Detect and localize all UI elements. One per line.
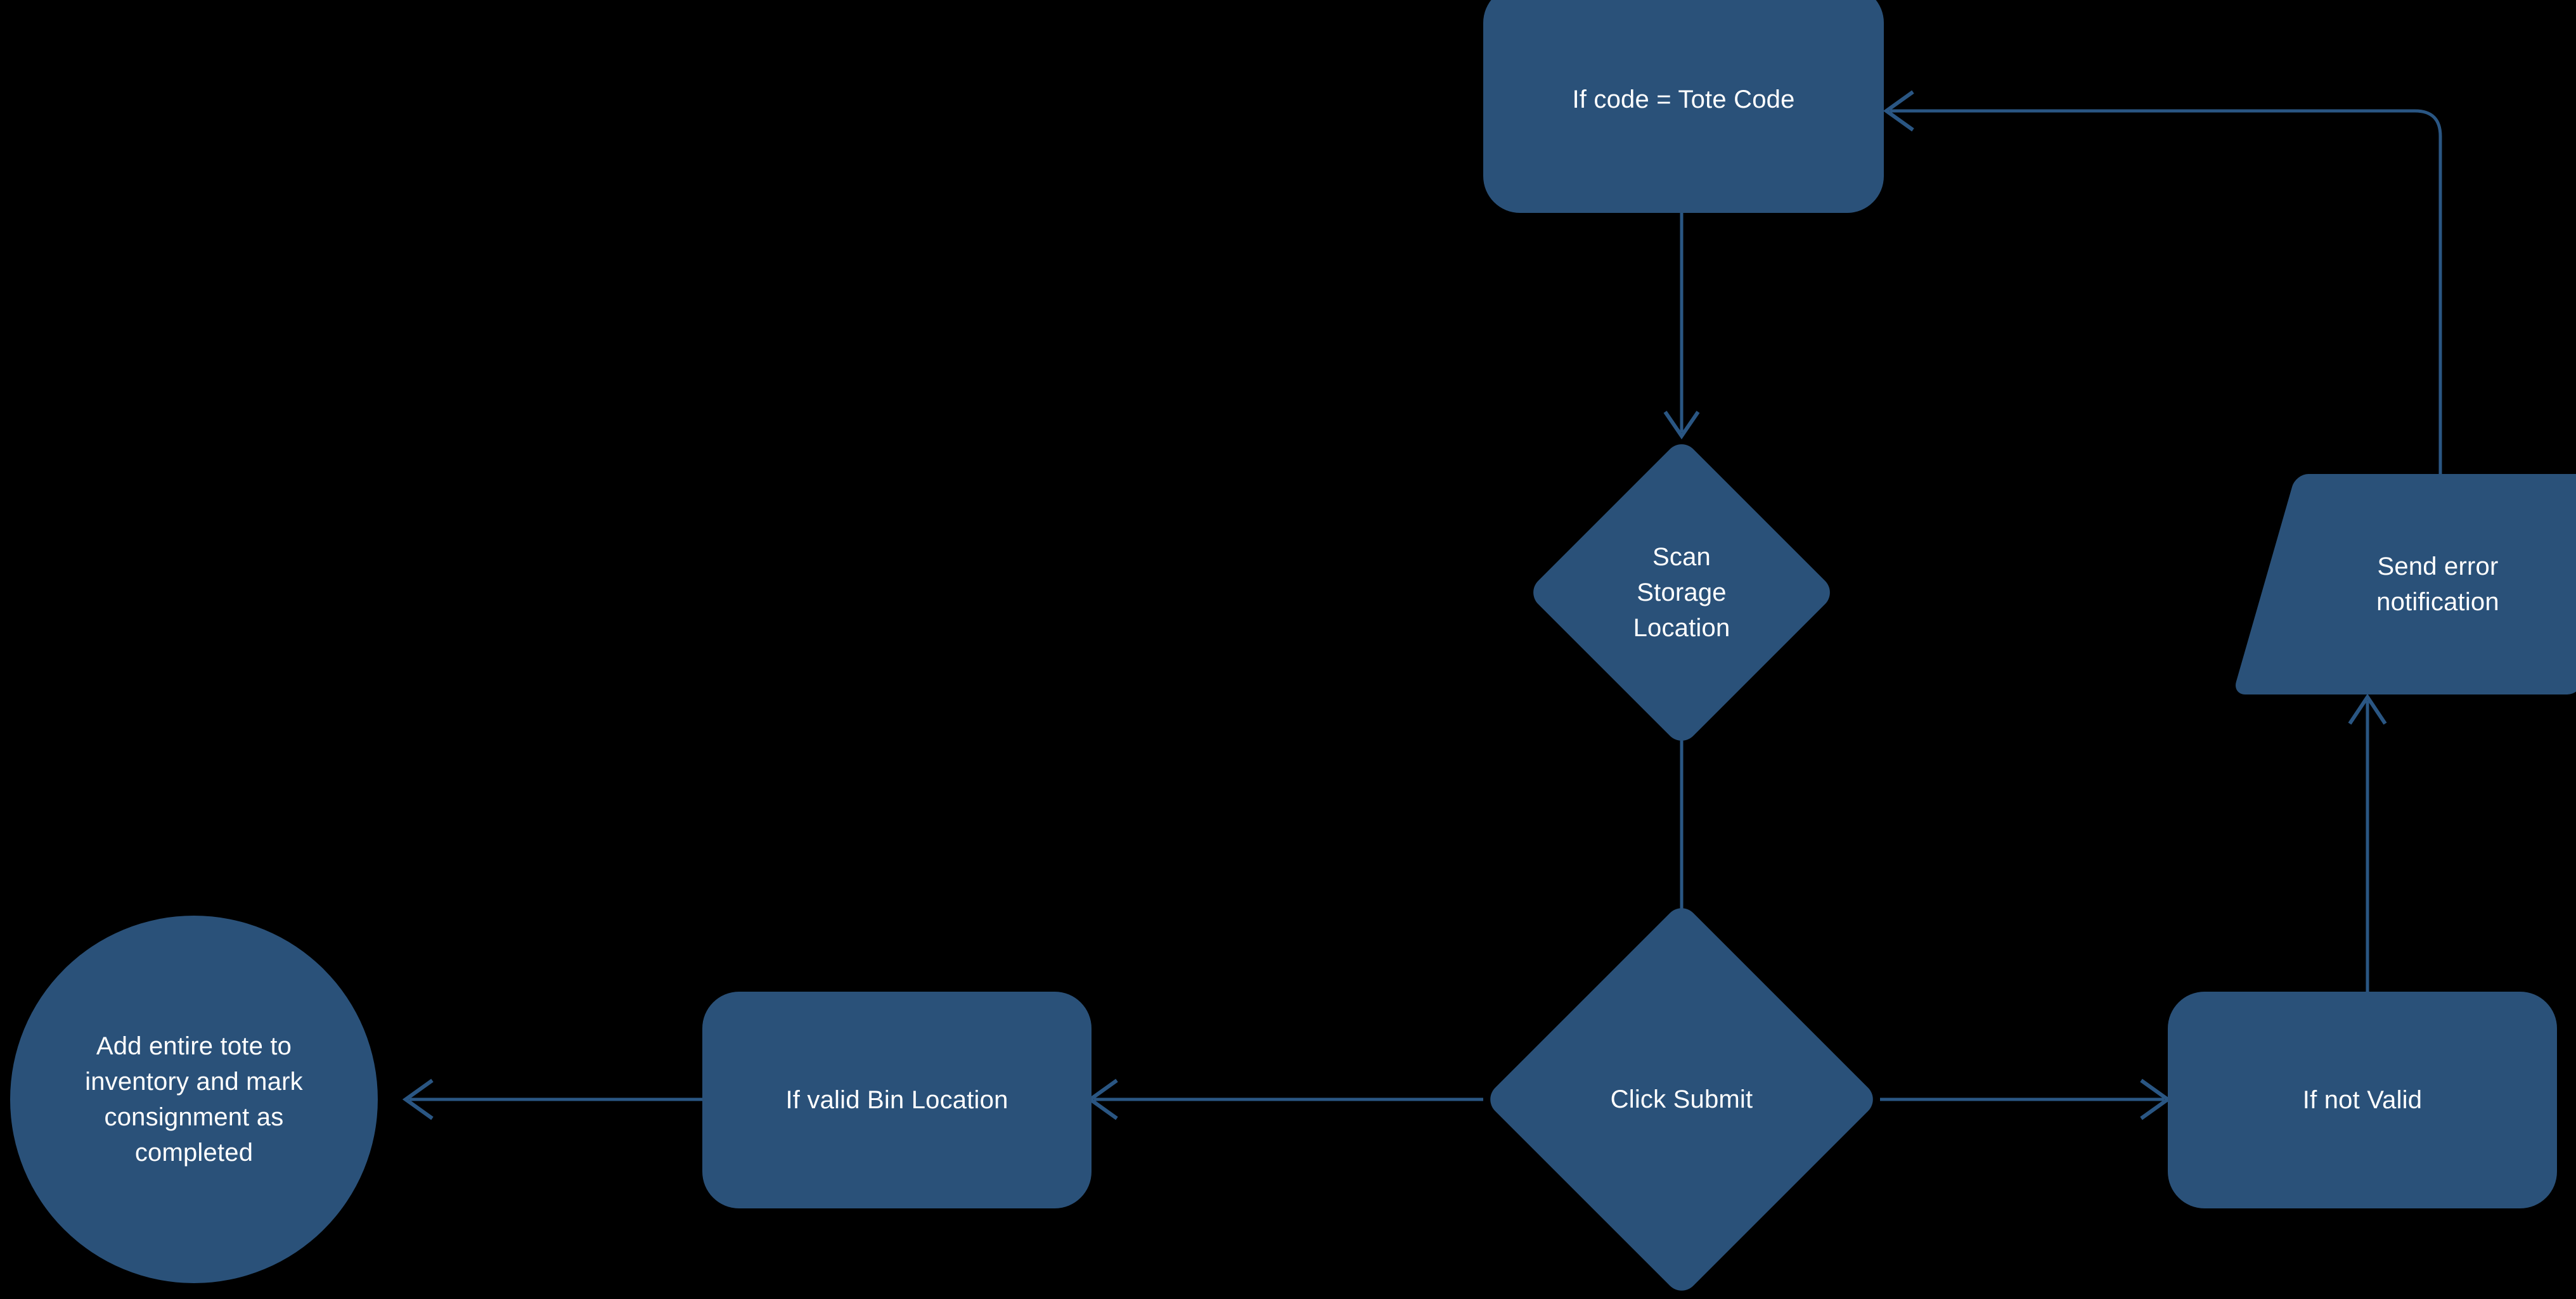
node-label-if-code-tote-code: If code = Tote Code [1572,86,1795,113]
edge-send-error-to-code [1883,90,2442,477]
node-if-code-tote-code[interactable]: If code = Tote Code [1483,0,1884,213]
edge-code-to-scan [1663,213,1700,440]
node-label-if-valid-bin-location: If valid Bin Location [785,1086,1008,1114]
node-label-add-tote-to-inventory: Add entire tote to inventory and mark co… [85,1032,303,1167]
node-add-tote-to-inventory[interactable]: Add entire tote to inventory and mark co… [10,916,378,1283]
node-send-error-notification[interactable]: Send error notification [2232,474,2576,694]
edge-submit-to-valid-bin [1086,1078,1483,1120]
edge-not-valid-to-send-error [2348,693,2387,994]
node-label-send-error-notification: Send error notification [2376,553,2499,616]
node-scan-storage-location[interactable]: Scan Storage Location [1526,437,1837,748]
node-label-click-submit: Click Submit [1610,1085,1753,1113]
edge-valid-bin-to-add-tote [402,1078,702,1120]
node-if-not-valid[interactable]: If not Valid [2168,992,2557,1208]
node-label-if-not-valid: If not Valid [2302,1086,2423,1114]
edge-submit-to-not-valid [1880,1078,2172,1120]
node-click-submit[interactable]: Click Submit [1483,901,1880,1298]
node-if-valid-bin-location[interactable]: If valid Bin Location [702,992,1092,1208]
node-label-scan-storage-location: Scan Storage Location [1633,543,1730,642]
